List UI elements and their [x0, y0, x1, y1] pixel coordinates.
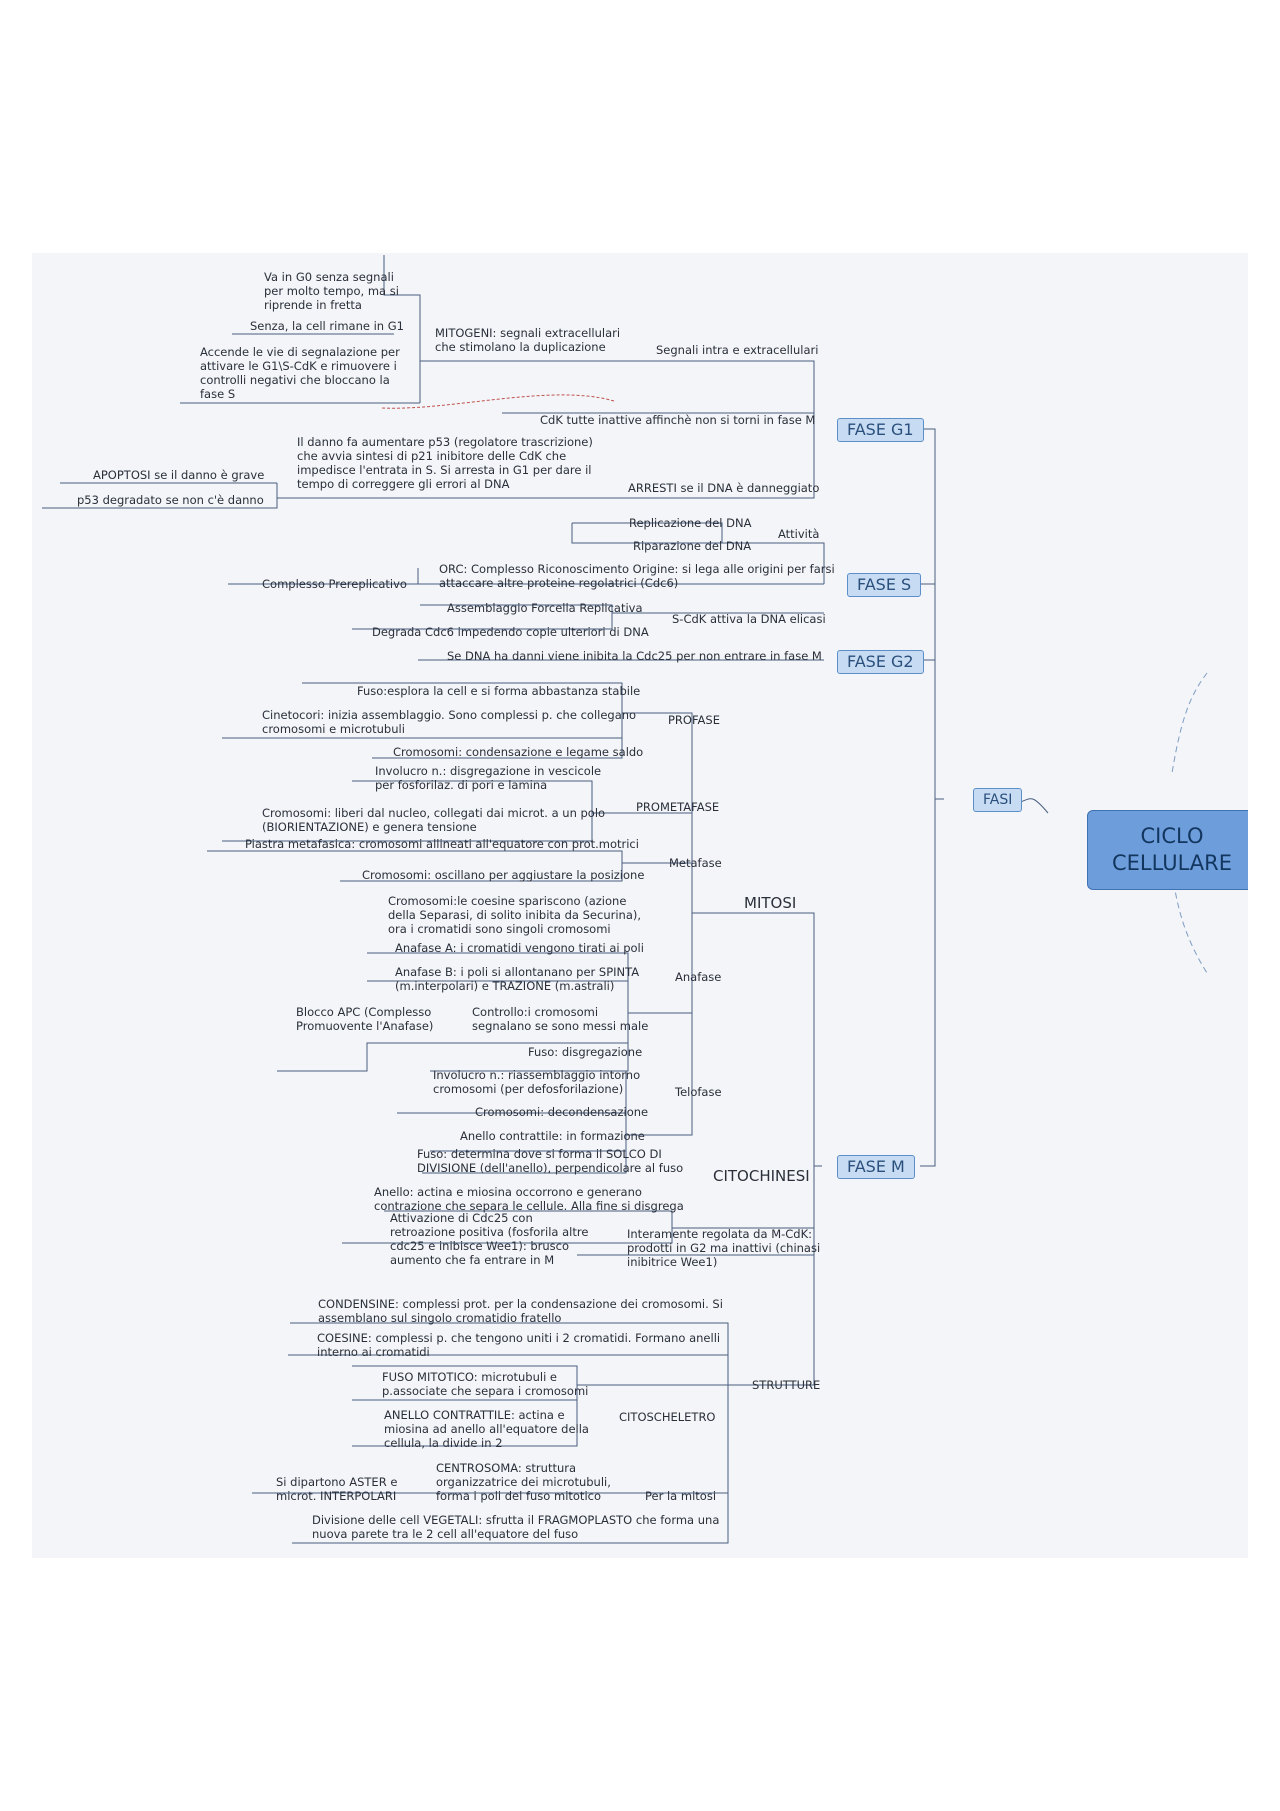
s-replicazione: Replicazione del DNA — [629, 516, 752, 530]
fase-m-label: FASE M — [847, 1157, 905, 1176]
fase-s-node[interactable]: FASE S — [847, 573, 922, 597]
m-cito-anello: Anello: actina e miosina occorrono e gen… — [374, 1185, 684, 1213]
m-per-mitosi: Per la mitosi — [645, 1489, 717, 1503]
m-prometa-involucro: Involucro n.: disgregazione in vescicole… — [375, 764, 602, 792]
g1-arresti: ARRESTI se il DNA è danneggiato — [628, 481, 820, 495]
g1-apoptosi: APOPTOSI se il danno è grave — [93, 468, 265, 482]
g1-accende: Accende le vie di segnalazione per attiv… — [200, 345, 400, 401]
m-citoscheletro: CITOSCHELETRO — [619, 1410, 716, 1424]
g1-g0: Va in G0 senza segnali per molto tempo, … — [264, 270, 399, 312]
m-attivazione: Attivazione di Cdc25 con retroazione pos… — [390, 1211, 589, 1267]
m-ana-cromosomi: Cromosomi:le coesine spariscono (azione … — [388, 894, 642, 936]
m-aster: Si dipartono ASTER e microt. INTERPOLARI — [276, 1475, 398, 1503]
m-coesine: COESINE: complessi p. che tengono uniti … — [317, 1331, 721, 1359]
root-label: CICLO CELLULARE — [1111, 824, 1233, 875]
m-profase: PROFASE — [668, 713, 720, 727]
m-mitosi: MITOSI — [744, 894, 797, 912]
m-telo-anello: Anello contrattile: in formazione — [460, 1129, 645, 1143]
g1-senza: Senza, la cell rimane in G1 — [250, 319, 404, 333]
m-telo-cromosomi: Cromosomi: decondensazione — [475, 1105, 649, 1119]
s-scdk: S-CdK attiva la DNA elicasi — [672, 612, 826, 626]
fase-g2-node[interactable]: FASE G2 — [837, 650, 924, 674]
m-ana-a: Anafase A: i cromatidi vengono tirati ai… — [395, 941, 644, 955]
m-cito-fuso: Fuso: determina dove si forma il SOLCO D… — [417, 1147, 684, 1175]
m-ana-apc: Blocco APC (Complesso Promuovente l'Anaf… — [296, 1005, 434, 1033]
fase-g1-node[interactable]: FASE G1 — [837, 418, 924, 442]
m-ana-controllo: Controllo:i cromosomi segnalano se sono … — [472, 1005, 649, 1033]
m-strutture: STRUTTURE — [752, 1378, 821, 1392]
s-riparazione: Riparazione del DNA — [633, 539, 752, 553]
g1-mitogeni: MITOGENI: segnali extracellulari che sti… — [435, 326, 621, 354]
fase-g1-label: FASE G1 — [847, 420, 914, 439]
g1-segnali: Segnali intra e extracellulari — [656, 343, 819, 357]
m-ana-b: Anafase B: i poli si allontanano per SPI… — [395, 965, 640, 993]
mind-map-canvas: CICLO CELLULARE FASI FASE G1 FASE S FASE… — [32, 253, 1248, 1558]
fasi-node[interactable]: FASI — [973, 788, 1023, 812]
s-prereplicativo: Complesso Prereplicativo — [262, 577, 407, 591]
m-citochinesi: CITOCHINESI — [713, 1167, 810, 1185]
g1-p53: Il danno fa aumentare p53 (regolatore tr… — [297, 435, 593, 491]
m-fuso-mitotico: FUSO MITOTICO: microtubuli e p.associate… — [382, 1370, 589, 1398]
m-vegetali: Divisione delle cell VEGETALI: sfrutta i… — [312, 1513, 720, 1541]
fase-s-label: FASE S — [857, 575, 912, 594]
s-forcella: Assemblaggio Forcella Replicativa — [447, 601, 643, 615]
root-node[interactable]: CICLO CELLULARE — [1087, 810, 1248, 890]
fase-g2-label: FASE G2 — [847, 652, 914, 671]
m-anafase: Anafase — [675, 970, 722, 984]
s-cdc6: Degrada Cdc6 impedendo copie ulteriori d… — [372, 625, 649, 639]
m-profase-cromosomi: Cromosomi: condensazione e legame saldo — [393, 745, 644, 759]
m-telofase: Telofase — [675, 1085, 722, 1099]
m-condensine: CONDENSINE: complessi prot. per la conde… — [318, 1297, 723, 1325]
s-orc: ORC: Complesso Riconoscimento Origine: s… — [439, 562, 835, 590]
g2-cdc25: Se DNA ha danni viene inibita la Cdc25 p… — [447, 649, 822, 663]
s-attivita: Attività — [778, 527, 820, 541]
m-prometafase: PROMETAFASE — [636, 800, 720, 814]
fasi-label: FASI — [983, 792, 1013, 808]
m-meta-cromosomi: Cromosomi: oscillano per aggiustare la p… — [362, 868, 645, 882]
m-telo-involucro: Involucro n.: riassemblaggio intorno cro… — [433, 1068, 641, 1096]
fase-m-node[interactable]: FASE M — [837, 1155, 915, 1179]
g1-cdk: CdK tutte inattive affinchè non si torni… — [540, 413, 816, 427]
m-regolata: Interamente regolata da M-CdK: prodotti … — [627, 1227, 821, 1269]
m-telo-fuso: Fuso: disgregazione — [528, 1045, 643, 1059]
m-anello-contrattile: ANELLO CONTRATTILE: actina e miosina ad … — [384, 1408, 589, 1450]
m-profase-fuso: Fuso:esplora la cell e si forma abbastan… — [357, 684, 641, 698]
g1-degradato: p53 degradato se non c'è danno — [77, 493, 264, 507]
m-prometa-cromosomi: Cromosomi: liberi dal nucleo, collegati … — [262, 806, 606, 834]
m-profase-cinetocori: Cinetocori: inizia assemblaggio. Sono co… — [262, 708, 637, 736]
m-metafase: Metafase — [669, 856, 722, 870]
m-centrosoma: CENTROSOMA: struttura organizzatrice dei… — [436, 1461, 611, 1503]
connector-lines — [42, 255, 1208, 1544]
m-meta-piastra: Piastra metafasica: cromosomi allineati … — [245, 837, 639, 851]
